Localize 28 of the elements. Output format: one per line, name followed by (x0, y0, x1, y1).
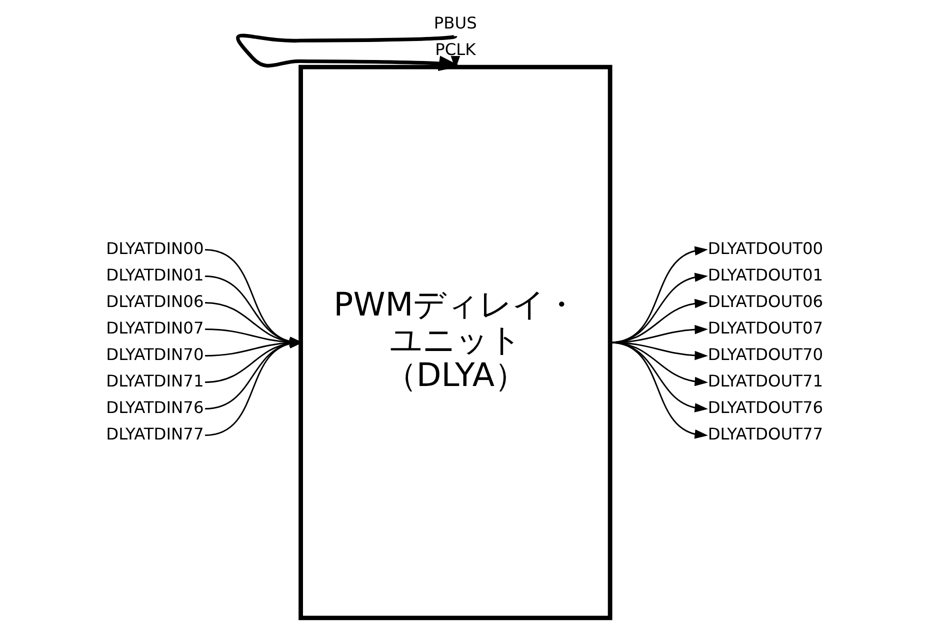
arrow (450, 56, 460, 70)
node-text: DLYATDOUT00 (708, 238, 824, 258)
node-text: DLYATDOUT77 (708, 424, 824, 444)
node-text: DLYATDOUT01 (708, 265, 824, 284)
node-text: DLYATDOUT71 (708, 371, 824, 390)
node-text: DLYATDIN71 (106, 371, 204, 390)
arrow (610, 272, 708, 344)
node-text: PCLK (435, 40, 476, 60)
node-text: DLYATDIN70 (106, 344, 204, 364)
arrow (610, 246, 708, 344)
node-text: DLYATDOUT70 (708, 344, 824, 364)
arrow (610, 342, 708, 412)
arrow (236, 34, 461, 72)
arrow (610, 298, 708, 344)
node-text: DLYATDIN06 (106, 292, 204, 311)
node-text: DLYATDOUT76 (708, 398, 824, 417)
node-text: DLYATDIN00 (106, 238, 204, 258)
node-text: DLYATDIN77 (106, 424, 204, 444)
node-text: DLYATDOUT07 (708, 318, 824, 338)
node-box: PWMディレイ・ユニット（DLYA） (298, 64, 612, 620)
arrow (610, 342, 708, 439)
node-text: DLYATDIN01 (106, 265, 204, 284)
node-text: DLYATDIN07 (106, 318, 204, 338)
arrow (610, 342, 708, 386)
node-text: DLYATDOUT06 (708, 292, 824, 311)
node-text: PBUS (434, 14, 477, 32)
node-text: DLYATDIN76 (106, 398, 204, 417)
arrow (610, 324, 708, 344)
